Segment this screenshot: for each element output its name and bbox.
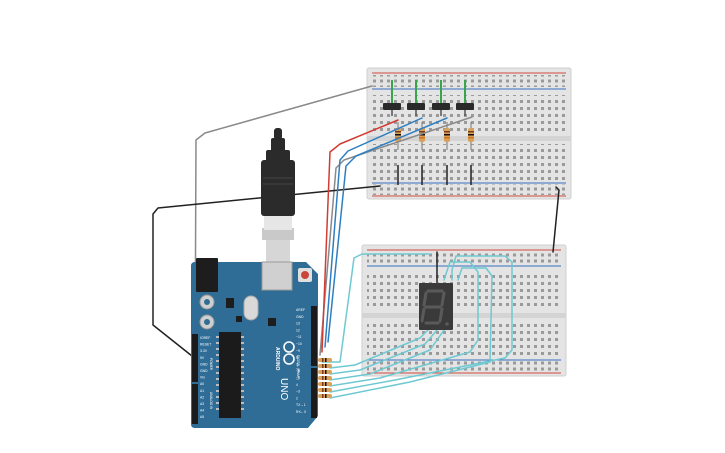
pin-label: AREF bbox=[296, 308, 305, 312]
pin-label: 4 bbox=[296, 383, 298, 387]
arduino-uno-board[interactable]: ARDUINO UNO POWER ANALOG IN DIGITAL (PWM… bbox=[191, 258, 318, 428]
pin-label: 2 bbox=[296, 396, 298, 400]
arduino-logo bbox=[283, 341, 295, 365]
wire-blue-2[interactable] bbox=[327, 117, 448, 343]
right-pin-labels: AREF GND 13 12 ~11 ~10 ~9 8 7 ~6 ~5 4 ~3 2TX→1RX←0 bbox=[296, 308, 306, 414]
power-jack bbox=[196, 258, 218, 292]
pin-label: GND bbox=[200, 369, 208, 373]
wire-teal-6[interactable] bbox=[329, 255, 513, 393]
analog-header bbox=[192, 384, 198, 424]
pin-label: 12 bbox=[296, 328, 300, 332]
pin-label: 5V bbox=[200, 356, 205, 360]
wire-teal-7[interactable] bbox=[329, 267, 493, 399]
wire-teal-1[interactable] bbox=[321, 253, 431, 363]
push-buttons bbox=[383, 80, 474, 116]
resistor-a6[interactable] bbox=[318, 388, 332, 392]
resistor-3[interactable] bbox=[444, 122, 450, 185]
pin-label: ~5 bbox=[296, 376, 300, 380]
pin-label: ~10 bbox=[296, 342, 302, 346]
arduino-brand-label: ARDUINO bbox=[274, 347, 280, 370]
pin-label: 13 bbox=[296, 322, 300, 326]
arduino-model-label: UNO bbox=[278, 378, 289, 400]
pin-label: RESET bbox=[200, 343, 211, 347]
wire-red[interactable] bbox=[321, 119, 399, 353]
resistor-a1[interactable] bbox=[318, 358, 332, 362]
push-button-1[interactable] bbox=[383, 80, 401, 116]
pin-label: A3 bbox=[200, 402, 204, 406]
pin-label: A4 bbox=[200, 409, 204, 413]
pin-label: RX←0 bbox=[296, 410, 306, 414]
pin-label: A1 bbox=[200, 389, 204, 393]
pin-label: GND bbox=[200, 362, 208, 366]
pin-label: GND bbox=[296, 315, 304, 319]
wires bbox=[152, 85, 560, 399]
digital-header-low bbox=[311, 368, 317, 418]
wire-black-1[interactable] bbox=[152, 185, 381, 361]
pin-label: IOREF bbox=[200, 336, 210, 340]
resistor-a5[interactable] bbox=[318, 382, 332, 386]
digital-header-label: DIGITAL (PWM~) bbox=[296, 355, 300, 380]
usb-port bbox=[261, 261, 293, 291]
wire-teal-5[interactable] bbox=[329, 261, 479, 387]
seven-segment-display[interactable]: 8. bbox=[0, 0, 453, 330]
analog-header-label: ANALOG IN bbox=[209, 392, 213, 410]
pin-label: 3.3V bbox=[200, 349, 208, 353]
display-glyph: 8. bbox=[0, 0, 2, 1]
resistor-a7[interactable] bbox=[318, 394, 332, 398]
resistor-a4[interactable] bbox=[318, 376, 332, 380]
wire-black-2[interactable] bbox=[552, 186, 560, 253]
pin-label: A2 bbox=[200, 395, 204, 399]
usb-cable[interactable] bbox=[261, 128, 295, 282]
atmega-chip bbox=[219, 332, 241, 418]
resistor-a2[interactable] bbox=[318, 364, 332, 368]
pin-label: ~9 bbox=[296, 349, 300, 353]
wire-gray-1[interactable] bbox=[194, 85, 373, 376]
resistors-arduino bbox=[318, 358, 332, 398]
pin-label: ~3 bbox=[296, 390, 300, 394]
push-button-4[interactable] bbox=[456, 80, 474, 116]
wire-teal-3[interactable] bbox=[329, 329, 438, 375]
power-header bbox=[192, 334, 198, 382]
resistor-2[interactable] bbox=[419, 122, 425, 185]
wire-blue-1[interactable] bbox=[324, 117, 423, 348]
pin-label: ~6 bbox=[296, 369, 300, 373]
wire-teal-2[interactable] bbox=[329, 329, 429, 369]
pin-label: A0 bbox=[200, 382, 204, 386]
pin-label: 8 bbox=[296, 356, 298, 360]
power-header-label: POWER bbox=[209, 358, 213, 371]
resistor-4[interactable] bbox=[468, 122, 474, 185]
push-button-2[interactable] bbox=[407, 80, 425, 116]
digital-header-high bbox=[311, 306, 317, 366]
wire-teal-4[interactable] bbox=[329, 329, 445, 381]
pin-label: Vin bbox=[200, 376, 205, 380]
pin-label: A5 bbox=[200, 415, 204, 419]
pin-label: 7 bbox=[296, 362, 298, 366]
pin-label: TX→1 bbox=[296, 403, 306, 407]
push-button-3[interactable] bbox=[432, 80, 450, 116]
resistor-a3[interactable] bbox=[318, 370, 332, 374]
pin-label: ~11 bbox=[296, 335, 302, 339]
